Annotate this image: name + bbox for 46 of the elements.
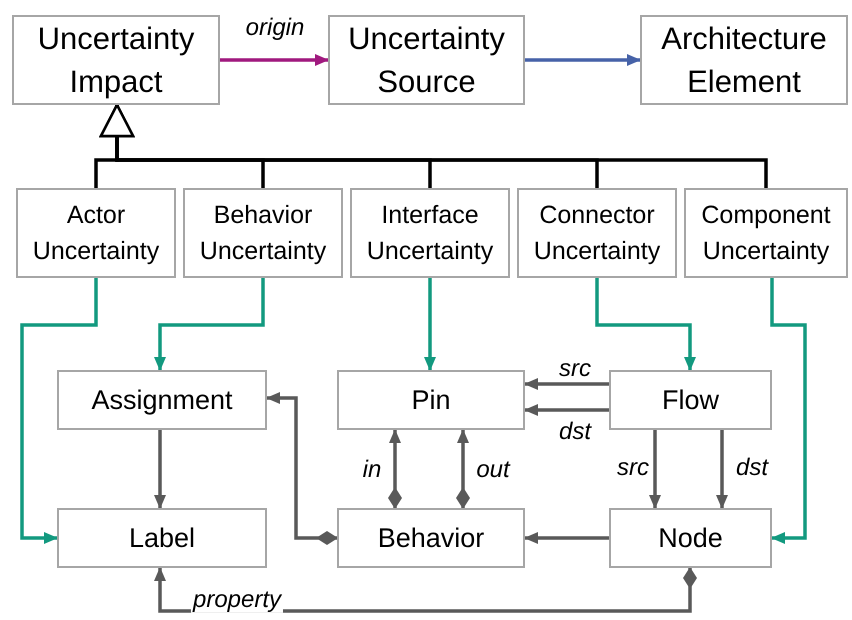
arrow <box>220 54 329 66</box>
class-box <box>57 370 267 430</box>
class-box <box>337 370 525 430</box>
class-box <box>609 508 772 568</box>
arrow <box>524 532 609 544</box>
class-box <box>328 15 525 105</box>
class-box <box>183 188 343 278</box>
class-name: Label <box>128 522 196 554</box>
class-name: Uncertainty Impact <box>36 20 196 101</box>
arrow <box>266 392 338 545</box>
class-name: Assignment <box>91 384 233 416</box>
class-name: Behavior Uncertainty <box>198 200 328 267</box>
class-name: Connector Uncertainty <box>532 200 662 267</box>
arrow <box>154 278 265 371</box>
class-name: Actor Uncertainty <box>32 200 160 267</box>
arrow <box>525 54 641 66</box>
arrow <box>716 430 728 509</box>
class-name: Pin <box>411 384 451 416</box>
arrow <box>20 278 98 544</box>
arrow <box>456 429 470 509</box>
class-box <box>12 15 220 105</box>
arrow <box>595 278 696 371</box>
arrow <box>649 430 661 509</box>
arrow <box>388 429 402 509</box>
class-box <box>57 508 267 568</box>
class-box <box>517 188 677 278</box>
class-name: Node <box>658 522 723 554</box>
class-box <box>350 188 510 278</box>
class-box <box>337 508 525 568</box>
class-box <box>609 370 772 430</box>
class-box <box>684 188 848 278</box>
generalization-arrow <box>100 104 768 188</box>
arrow <box>770 278 807 544</box>
arrow <box>524 404 609 416</box>
edge-label: origin <box>244 14 306 42</box>
class-name: Interface Uncertainty <box>366 200 494 267</box>
arrow <box>424 278 436 371</box>
class-name: Uncertainty Source <box>347 20 506 101</box>
arrow <box>154 430 166 509</box>
arrow <box>524 378 609 390</box>
class-name: Component Uncertainty <box>700 200 832 267</box>
class-box <box>16 188 176 278</box>
class-box <box>640 15 848 105</box>
class-name: Behavior <box>378 522 484 554</box>
class-name: Architecture Element <box>660 20 828 101</box>
class-name: Flow <box>662 384 719 416</box>
